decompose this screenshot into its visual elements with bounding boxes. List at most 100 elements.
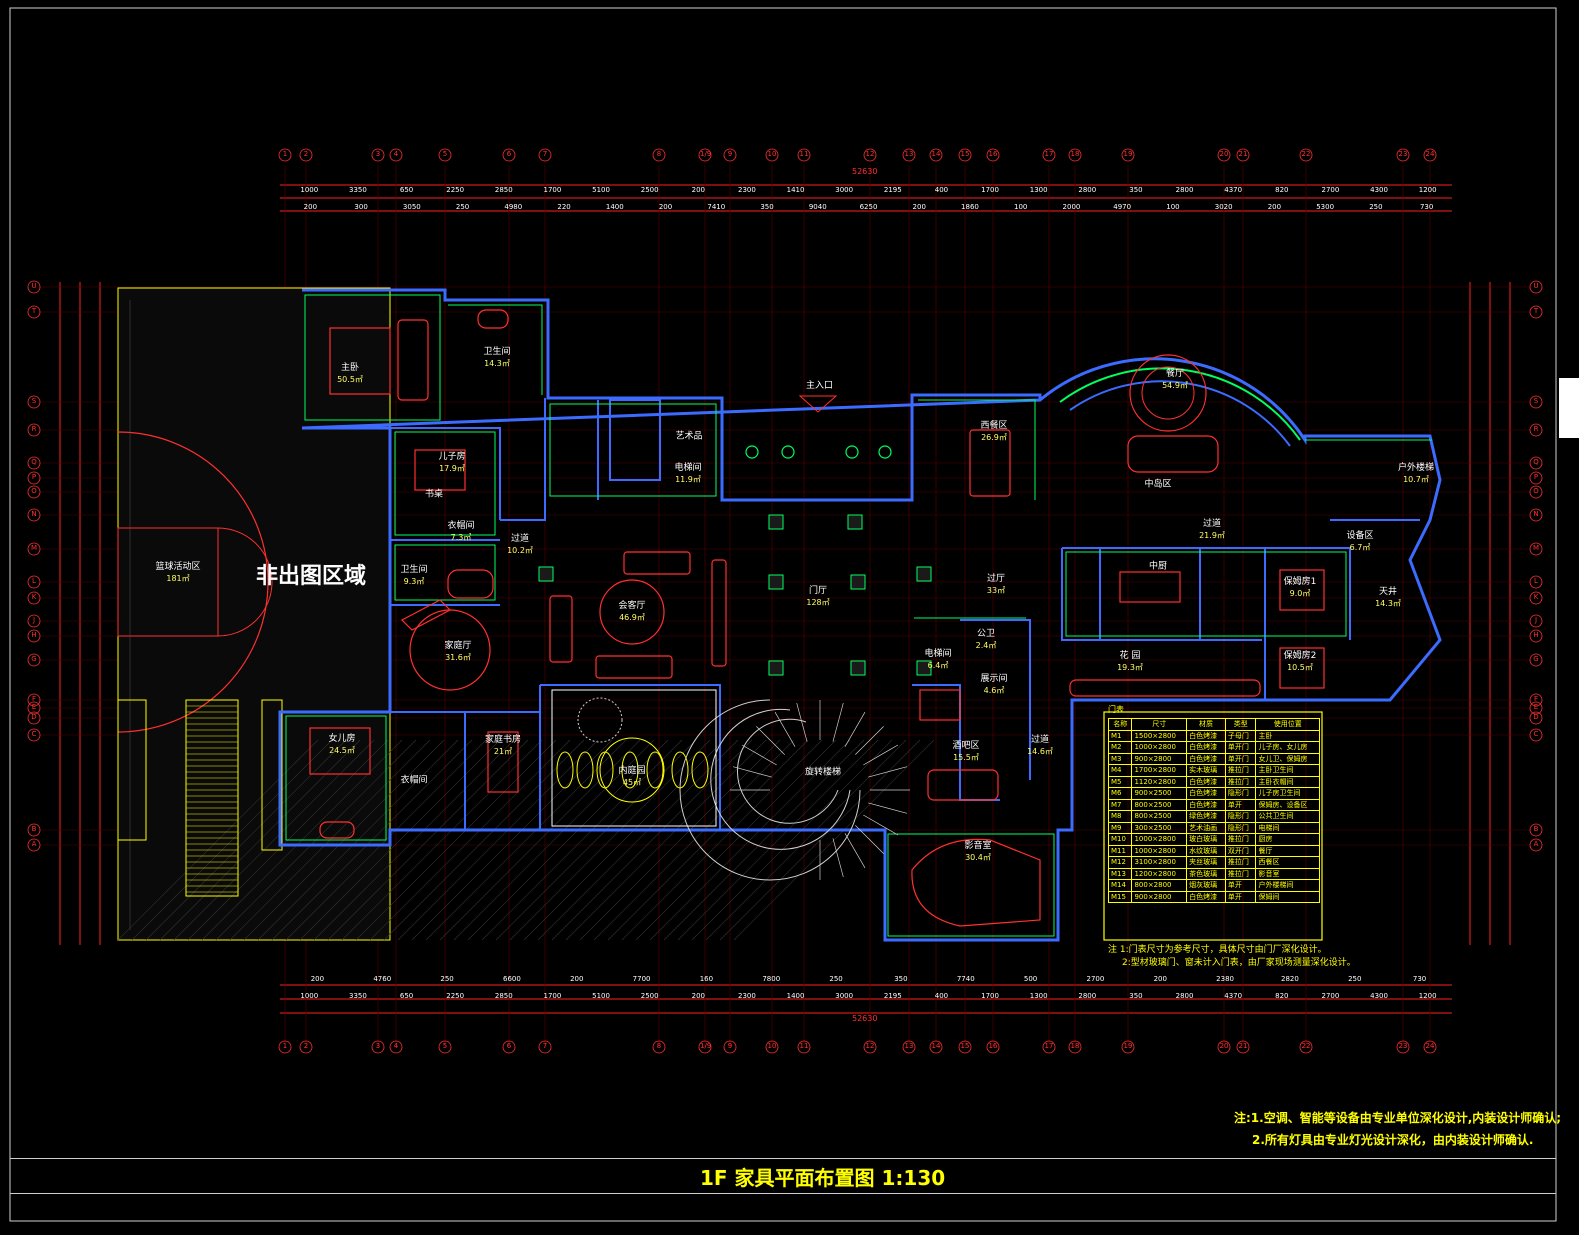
outer-walls <box>278 288 1442 942</box>
garden-strip-mid <box>261 699 283 851</box>
dimension-text-bottom: 500 <box>1023 975 1038 983</box>
door-table-cell: M8 <box>1107 810 1133 823</box>
axis-label-left: J <box>32 616 36 624</box>
dimension-text-bottom: 2195 <box>883 992 902 1000</box>
axis-label-top: 16 <box>988 150 998 158</box>
door-table-cell: 玻白玻璃 <box>1186 833 1226 846</box>
axis-label-top: 3 <box>375 150 381 158</box>
axis-bubble-left <box>27 423 41 437</box>
axis-bubble-right <box>1529 471 1543 485</box>
door-table-cell: M7 <box>1107 798 1133 811</box>
room-area: 10.2㎡ <box>507 546 533 555</box>
door-table-cell: 1500×2800 <box>1131 729 1188 742</box>
axis-bubble-left <box>27 456 41 470</box>
axis-bubble-top <box>502 148 516 162</box>
room-area: 4.6㎡ <box>983 686 1005 695</box>
table-note-2: 2:型材玻璃门、窗未计入门表，由厂家现场测量深化设计。 <box>1122 958 1356 968</box>
dimension-text-bottom: 2820 <box>1280 975 1299 983</box>
dimension-text-top: 1700 <box>981 186 999 194</box>
axis-label-bottom: 1/9 <box>700 1042 712 1050</box>
door-table-cell: 白色烤漆 <box>1186 787 1226 800</box>
meeting-table <box>599 579 665 645</box>
door-table-cell: 隐形门 <box>1224 821 1257 834</box>
dimension-text-bottom: 350 <box>1129 992 1143 1000</box>
room-label: 旋转楼梯 <box>805 768 841 779</box>
title-bar <box>10 1158 1556 1194</box>
axis-bubble-left <box>27 591 41 605</box>
axis-label-top: 18 <box>1070 150 1080 158</box>
axis-bubble-right <box>1529 423 1543 437</box>
room-area: 26.9㎡ <box>981 433 1007 442</box>
room-name: 儿子房 <box>438 452 466 462</box>
room-area: 2.4㎡ <box>975 641 997 650</box>
axis-bubble-left <box>27 575 41 589</box>
door-table-cell: 单开门 <box>1224 752 1257 765</box>
dimension-text-top: 9040 <box>808 203 827 211</box>
axis-bubble-top <box>278 148 292 162</box>
room-name: 公卫 <box>976 629 996 639</box>
dimension-text-top: 200 <box>912 203 926 211</box>
axis-bubble-right <box>1529 575 1543 589</box>
axis-bubble-top <box>765 148 779 162</box>
axis-bubble-bottom <box>1217 1040 1231 1054</box>
dimension-text-top: 250 <box>455 203 470 211</box>
room-label: 书桌 <box>425 490 443 501</box>
door-table-header: 材质 <box>1186 718 1226 731</box>
axis-label-bottom: 18 <box>1070 1042 1080 1050</box>
axis-label-bottom: 20 <box>1219 1042 1229 1050</box>
dimension-text-bottom: 7740 <box>956 975 975 983</box>
dimension-text-bottom: 250 <box>829 975 843 983</box>
axis-bubble-left <box>27 305 41 319</box>
door-table-cell: 白色烤漆 <box>1186 752 1226 765</box>
axis-bubble-top <box>389 148 403 162</box>
door-table-cell: M1 <box>1107 729 1133 742</box>
door-table-header: 使用位置 <box>1255 718 1320 731</box>
axis-bubble-bottom <box>863 1040 877 1054</box>
dimension-text-bottom: 2800 <box>1175 992 1194 1000</box>
axis-bubble-top <box>1068 148 1082 162</box>
door-table-title: 门表 <box>1108 705 1124 714</box>
axis-label-bottom: 12 <box>865 1042 875 1050</box>
stair-strip <box>185 699 239 897</box>
room-area: 9.0㎡ <box>1289 589 1311 598</box>
dimension-text-bottom: 730 <box>1412 975 1427 983</box>
axis-label-left: R <box>31 425 37 433</box>
master-bed <box>329 327 391 395</box>
door-table-cell: 保姆房、设备区 <box>1255 798 1320 811</box>
axis-label-left: K <box>31 593 37 601</box>
dimension-text-top: 300 <box>354 203 368 211</box>
room-name: 衣帽间 <box>400 775 428 786</box>
axis-label-bottom: 5 <box>442 1042 448 1050</box>
axis-bubble-left <box>27 823 41 837</box>
axis-label-right: F <box>1533 695 1539 703</box>
dimension-text-bottom: 200 <box>310 975 325 983</box>
axis-bubble-bottom <box>1121 1040 1135 1054</box>
axis-bubble-left <box>27 693 41 707</box>
axis-label-top: 7 <box>542 150 548 158</box>
dimension-text-top: 200 <box>658 203 673 211</box>
axis-bubbles <box>27 148 1543 1054</box>
door-table-cell: 800×2500 <box>1131 810 1188 823</box>
door-table-cell: 影音室 <box>1255 867 1320 880</box>
door-table-cell: 双开门 <box>1224 844 1257 857</box>
door-table-cell: 推拉门 <box>1224 764 1257 777</box>
door-table-cell: M11 <box>1107 844 1133 857</box>
door-table-cell: M14 <box>1107 879 1133 892</box>
table-note-1: 注 1:门表尺寸为参考尺寸，具体尺寸由门厂深化设计。 <box>1108 945 1327 955</box>
axis-bubble-left <box>27 629 41 643</box>
dimension-text-bottom: 4300 <box>1370 992 1388 1000</box>
dimension-text-top: 3000 <box>835 186 854 194</box>
door-table-cell: 主卧 <box>1255 729 1320 742</box>
room-name: 酒吧区 <box>952 741 980 751</box>
axis-label-top: 24 <box>1425 150 1435 158</box>
